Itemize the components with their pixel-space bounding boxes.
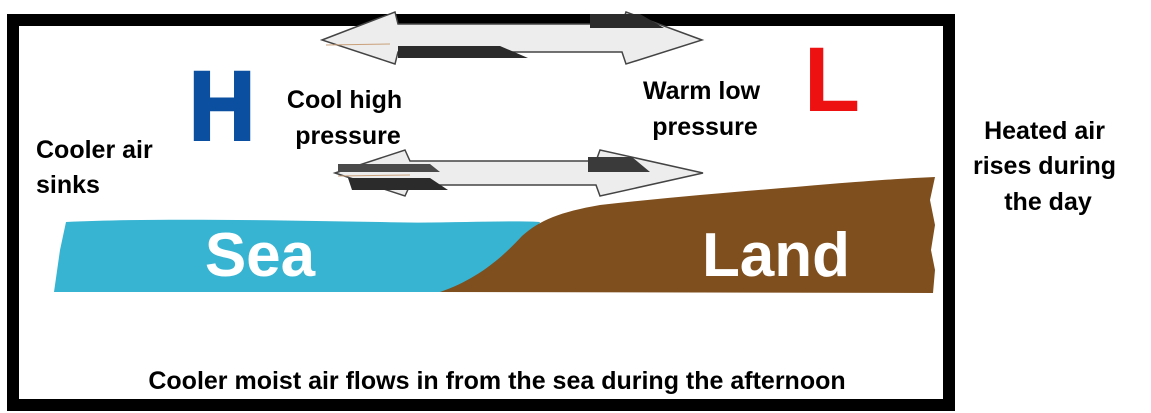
warm-low-pressure-label: Warm low pressure — [643, 77, 767, 141]
heated-air-rises-label: Heated air rises during the day — [973, 117, 1123, 216]
upper-return-arrow-icon — [319, 10, 705, 65]
low-pressure-marker: L — [804, 29, 860, 131]
cooler-air-sinks-label: Cooler air sinks — [36, 136, 160, 199]
sea-area — [54, 219, 540, 292]
land-area — [440, 177, 935, 293]
lower-breeze-arrow-icon — [332, 149, 704, 197]
sea-label: Sea — [205, 221, 316, 290]
cool-high-pressure-label: Cool high pressure — [287, 86, 409, 150]
land-label: Land — [702, 221, 850, 290]
caption: Cooler moist air flows in from the sea d… — [148, 367, 845, 395]
high-pressure-marker: H — [186, 52, 258, 164]
